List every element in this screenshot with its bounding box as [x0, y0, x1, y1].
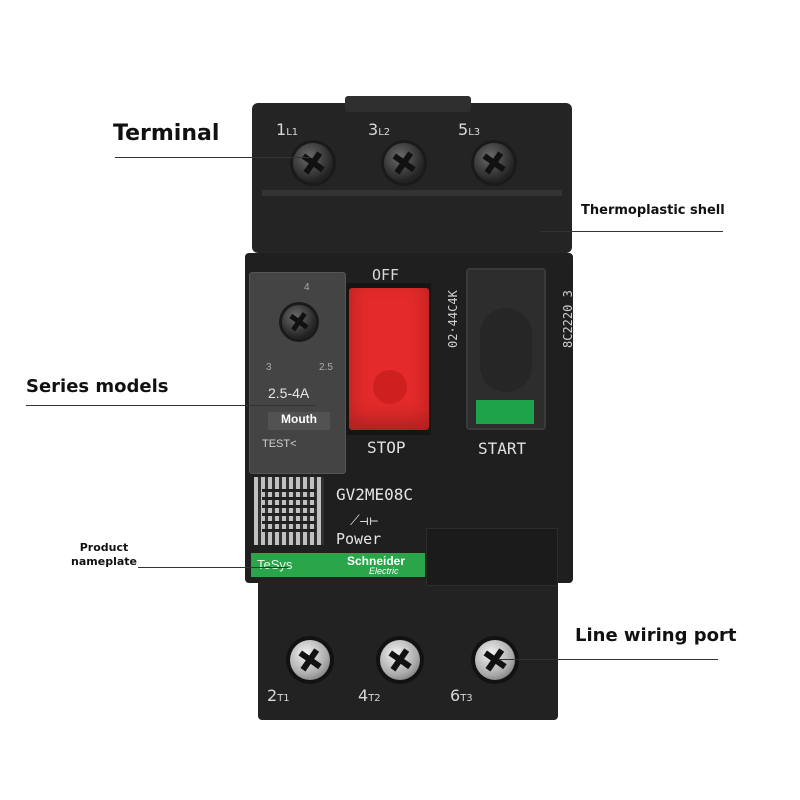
stop-button-dimple [373, 370, 407, 404]
side-cover-block [426, 528, 558, 586]
dial-mark-2-5: 2.5 [319, 362, 333, 373]
output-screw-2 [290, 640, 330, 680]
model-number: GV2ME08C [336, 485, 414, 504]
start-label: START [478, 439, 527, 458]
callout-product-nameplate: Product nameplate [71, 541, 137, 568]
dial-mark-4: 4 [304, 282, 310, 293]
terminal-screw-3 [384, 143, 424, 183]
callout-thermoplastic-shell: Thermoplastic shell [581, 203, 725, 218]
code-right: 8C2220 3 [561, 290, 575, 348]
callout-wiring-line [500, 659, 718, 660]
output-screw-6 [475, 640, 515, 680]
terminal-screw-5 [474, 143, 514, 183]
start-button[interactable] [466, 268, 546, 430]
terminal-screw-1 [293, 143, 333, 183]
callout-nameplate-line [138, 567, 288, 568]
stop-label: STOP [367, 438, 406, 457]
mouth-label: Mouth [268, 412, 330, 430]
contact-symbol-icon: ⟋⊣⊢ [350, 512, 379, 528]
start-indicator [476, 400, 534, 424]
test-arrow-icon: < [290, 438, 297, 450]
code-left: 02·44C4K [446, 290, 460, 348]
power-label: Power [336, 530, 382, 548]
current-range-label: 2.5-4A [268, 385, 310, 401]
callout-terminal-line [115, 157, 310, 158]
test-label: TEST [262, 438, 291, 450]
brand-series: TeSys [257, 557, 293, 572]
callout-terminal: Terminal [113, 121, 220, 146]
top-ridge [262, 190, 562, 196]
callout-shell-line [540, 231, 723, 232]
brand-sub: Electric [369, 566, 399, 576]
terminal-label-3: 3L2 [368, 120, 391, 139]
terminal-label-5: 5L3 [458, 120, 481, 139]
output-screw-4 [380, 640, 420, 680]
start-button-cap [480, 308, 532, 392]
top-clip [345, 96, 471, 112]
output-label-6: 6T3 [450, 686, 473, 705]
callout-series-line [26, 405, 316, 406]
brand-name: Schneider [347, 554, 406, 568]
test-button[interactable]: TEST< [262, 438, 297, 450]
output-label-4: 4T2 [358, 686, 381, 705]
brand-strip: TeSys Schneider Electric [251, 553, 425, 577]
callout-series-models: Series models [26, 376, 169, 397]
callout-line-wiring-port: Line wiring port [575, 625, 737, 646]
adjustment-dial[interactable] [282, 305, 316, 339]
dial-mark-3: 3 [266, 362, 272, 373]
output-label-2: 2T1 [267, 686, 290, 705]
qr-code [254, 477, 324, 545]
off-label: OFF [372, 266, 400, 284]
stop-button[interactable] [349, 288, 429, 430]
terminal-label-1: 1L1 [276, 120, 299, 139]
